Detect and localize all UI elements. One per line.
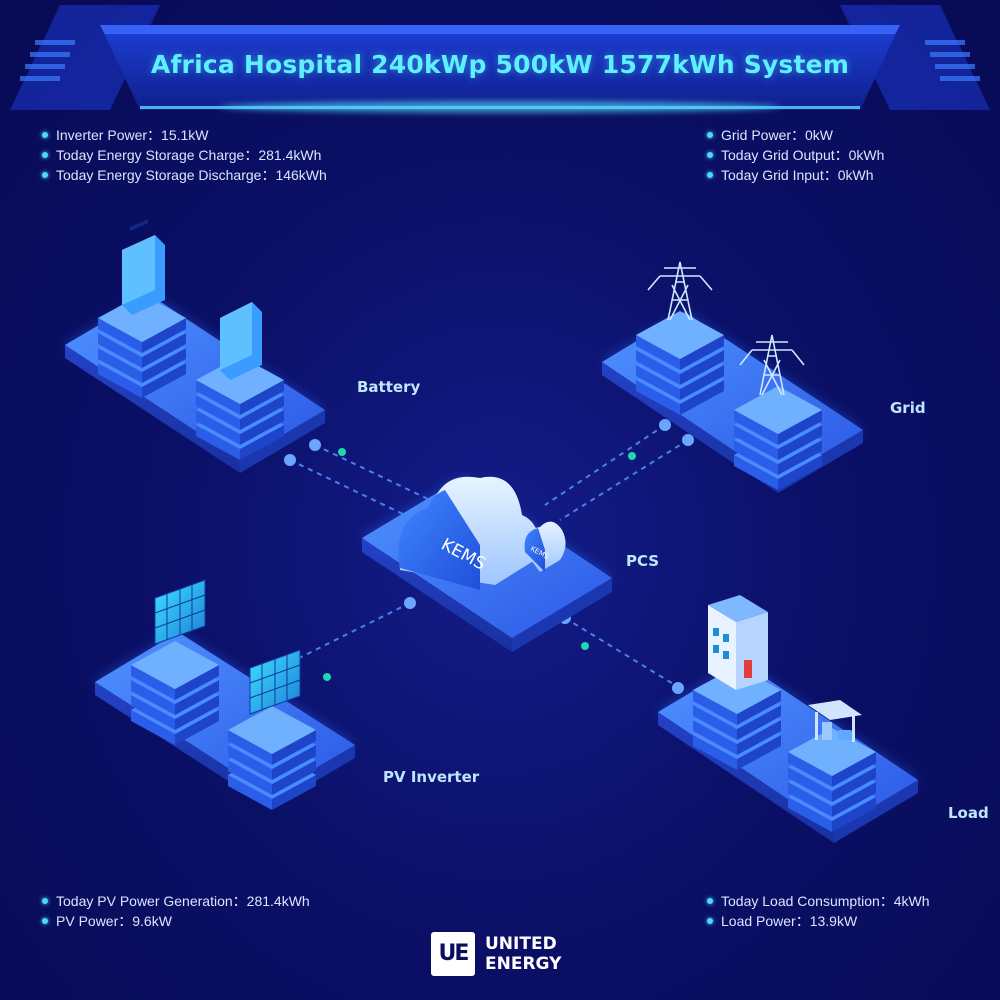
info-item: Today Grid Input：0kWh [707, 165, 884, 185]
transmission-tower-icon [647, 261, 805, 396]
kems-cloud-icon: KEMS KEMS [398, 476, 566, 590]
info-item: Grid Power：0kW [707, 125, 884, 145]
info-item: Today Energy Storage Discharge：146kWh [42, 165, 327, 185]
grid-stack-1 [636, 311, 724, 415]
battery-info-list: Inverter Power：15.1kW Today Energy Stora… [42, 125, 327, 185]
connector-battery [289, 459, 406, 516]
load-stack-1 [693, 666, 781, 770]
load-label: Load [948, 804, 989, 822]
header-banner [10, 5, 990, 113]
battery-label: Battery [357, 378, 421, 396]
grid-stack-2 [734, 386, 822, 490]
pcs-label: PCS [626, 552, 660, 570]
info-item: Today Grid Output：0kWh [707, 145, 884, 165]
pv-stack-1 [131, 641, 219, 745]
battery-stack-2 [196, 356, 284, 460]
load-info-list: Today Load Consumption：4kWh Load Power：1… [707, 891, 930, 931]
pv-stack-2 [228, 706, 316, 810]
logo-wordmark: UNITED ENERGY [485, 934, 605, 974]
info-item: Inverter Power：15.1kW [42, 125, 327, 145]
pv-info-list: Today PV Power Generation：281.4kWh PV Po… [42, 891, 310, 931]
logo-line-2: ENERGY [485, 954, 562, 974]
battery-stack-1 [98, 294, 186, 398]
hospital-building-icon [708, 595, 768, 690]
pv-inverter-label: PV Inverter [383, 768, 480, 786]
info-item: Today PV Power Generation：281.4kWh [42, 891, 310, 911]
load-stack-2 [788, 728, 876, 832]
connector-lines [284, 424, 689, 689]
connector-battery-2 [314, 444, 431, 501]
connector-pv [284, 602, 411, 666]
grid-label: Grid [890, 399, 926, 417]
info-item: PV Power：9.6kW [42, 911, 310, 931]
battery-cabinet-icon [122, 219, 262, 380]
logo-line-1: UNITED [485, 934, 557, 954]
connector-load [564, 617, 681, 689]
logo-mark: UE [431, 932, 475, 976]
info-item: Load Power：13.9kW [707, 911, 930, 931]
info-item: Today Energy Storage Charge：281.4kWh [42, 145, 327, 165]
charging-station-icon [808, 700, 862, 742]
connector-grid-2 [559, 439, 689, 521]
grid-info-list: Grid Power：0kW Today Grid Output：0kWh To… [707, 125, 884, 185]
page-title: Africa Hospital 240kWp 500kW 1577kWh Sys… [150, 50, 850, 79]
solar-panel-icon [154, 579, 301, 715]
connector-grid [544, 424, 666, 506]
info-item: Today Load Consumption：4kWh [707, 891, 930, 911]
pedestal-stacks [98, 294, 876, 832]
